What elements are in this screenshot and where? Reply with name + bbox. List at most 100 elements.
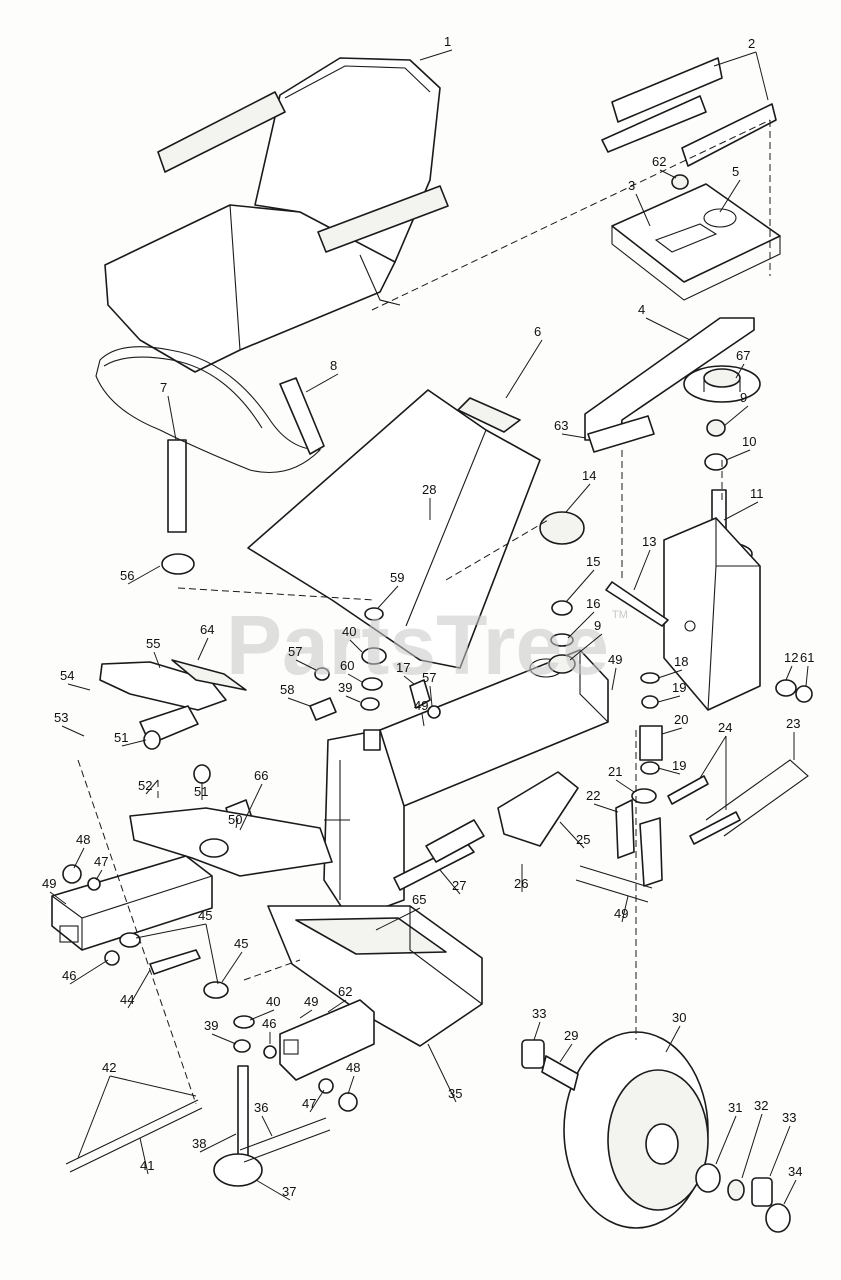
leader-line-40-3-0: [349, 639, 363, 653]
callout-57: 57: [288, 644, 302, 659]
leader-line-64-0-0: [197, 637, 209, 661]
leader-line-66-0-0: [239, 783, 263, 831]
spacer-33-right: [751, 1177, 773, 1207]
collar-40: [361, 647, 387, 665]
callout-9-1: 9: [594, 618, 601, 633]
callout-51: 51: [114, 730, 128, 745]
washer-32: [727, 1179, 745, 1201]
leader-line-51-0-0: [121, 739, 147, 747]
leader-line-16-0-0: [567, 611, 595, 639]
leader-line-2-0-1: [755, 51, 769, 101]
callout-3: 3: [628, 178, 635, 193]
leader-line-19-0-0: [657, 695, 681, 703]
bearing-9: [548, 654, 576, 674]
bushing-48-rear: [338, 1092, 358, 1112]
callout-27: 27: [452, 878, 466, 893]
leader-line-48-14-0: [347, 1075, 355, 1095]
callout-4: 4: [638, 302, 645, 317]
watermark-trademark: TM: [612, 609, 628, 621]
callout-62-15: 62: [338, 984, 352, 999]
leader-line-22-0-0: [593, 803, 619, 813]
callout-29: 29: [564, 1028, 578, 1043]
leader-line-57-5-0: [429, 685, 433, 707]
washer-16: [550, 633, 574, 647]
callout-17: 17: [396, 660, 410, 675]
chain-36: [239, 1117, 331, 1163]
chain-23: [575, 759, 809, 903]
knob-57-left: [314, 667, 330, 681]
spacer-33-left: [521, 1039, 545, 1069]
leader-line-34-0-0: [783, 1179, 797, 1205]
leader-line-17-0-0: [403, 675, 415, 685]
leader-line-55-0-0: [153, 651, 161, 669]
rear-frame-base: [267, 905, 483, 1047]
callout-15: 15: [586, 554, 600, 569]
leader-line-59-0-0: [377, 585, 399, 609]
callout-49-6: 49: [608, 652, 622, 667]
washer-21: [631, 788, 657, 804]
leader-line-36-0-0: [261, 1115, 273, 1137]
callout-54: 54: [60, 668, 74, 683]
callout-56: 56: [120, 568, 134, 583]
leader-line-49-9-0: [299, 1009, 313, 1019]
bolt-13: [605, 581, 669, 627]
washer-60: [361, 677, 383, 691]
leader-line-47-0-0: [95, 869, 103, 881]
callout-66: 66: [254, 768, 268, 783]
bushing-48-front: [62, 864, 82, 884]
leader-line-61-0-0: [805, 665, 809, 687]
callout-41: 41: [140, 1158, 154, 1173]
leader-line-53-0-0: [61, 725, 85, 737]
pin-44: [149, 949, 201, 975]
callout-64: 64: [200, 622, 214, 637]
callout-46: 46: [62, 968, 76, 983]
callout-39: 39: [204, 1018, 218, 1033]
leader-line-35-0-0: [427, 1043, 457, 1103]
leader-line-62-0-0: [659, 169, 677, 179]
front-axle-bracket: [663, 517, 761, 711]
nut-61: [795, 685, 813, 703]
callout-1: 1: [444, 34, 451, 49]
leader-line-65-0-0: [375, 907, 421, 931]
bushing-19-top: [641, 695, 659, 709]
leader-line-13-0-0: [633, 549, 651, 591]
flange-45-lower: [203, 981, 229, 999]
callout-67: 67: [736, 348, 750, 363]
leader-line-9-0-0: [723, 405, 749, 427]
callout-33: 33: [782, 1110, 796, 1125]
callout-49-8: 49: [614, 906, 628, 921]
leader-line-31-0-0: [715, 1115, 737, 1165]
callout-49-7: 49: [414, 698, 428, 713]
callout-8: 8: [330, 358, 337, 373]
spring-24-lower: [689, 811, 741, 845]
cap-34: [765, 1203, 791, 1233]
front-cross-tube: [51, 855, 213, 951]
leader-line-60-0-0: [347, 673, 363, 683]
callout-46-12: 46: [262, 1016, 276, 1031]
collar-56: [161, 553, 195, 575]
leader-line-38-0-0: [199, 1133, 237, 1153]
leader-line-54-0-0: [67, 683, 91, 691]
motor-housing: [425, 819, 485, 863]
callout-62: 62: [652, 154, 666, 169]
callout-2: 2: [748, 36, 755, 51]
callout-21: 21: [608, 764, 622, 779]
callout-6: 6: [534, 324, 541, 339]
callout-36: 36: [254, 1100, 268, 1115]
callout-24: 24: [718, 720, 732, 735]
bushing-59: [364, 607, 384, 621]
leader-line-41-0-0: [139, 1137, 149, 1175]
spring-24-upper: [667, 775, 709, 805]
bushing-12: [775, 679, 797, 697]
callout-28: 28: [422, 482, 436, 497]
callout-31: 31: [728, 1100, 742, 1115]
leader-line-49-0-0: [49, 891, 67, 905]
bushing-51-left: [143, 730, 161, 750]
callout-13: 13: [642, 534, 656, 549]
callout-14: 14: [582, 468, 596, 483]
callout-48: 48: [76, 832, 90, 847]
seat-mount-plate: [611, 183, 781, 301]
bushing-19-bottom: [640, 761, 660, 775]
bearing-flange: [683, 365, 761, 403]
